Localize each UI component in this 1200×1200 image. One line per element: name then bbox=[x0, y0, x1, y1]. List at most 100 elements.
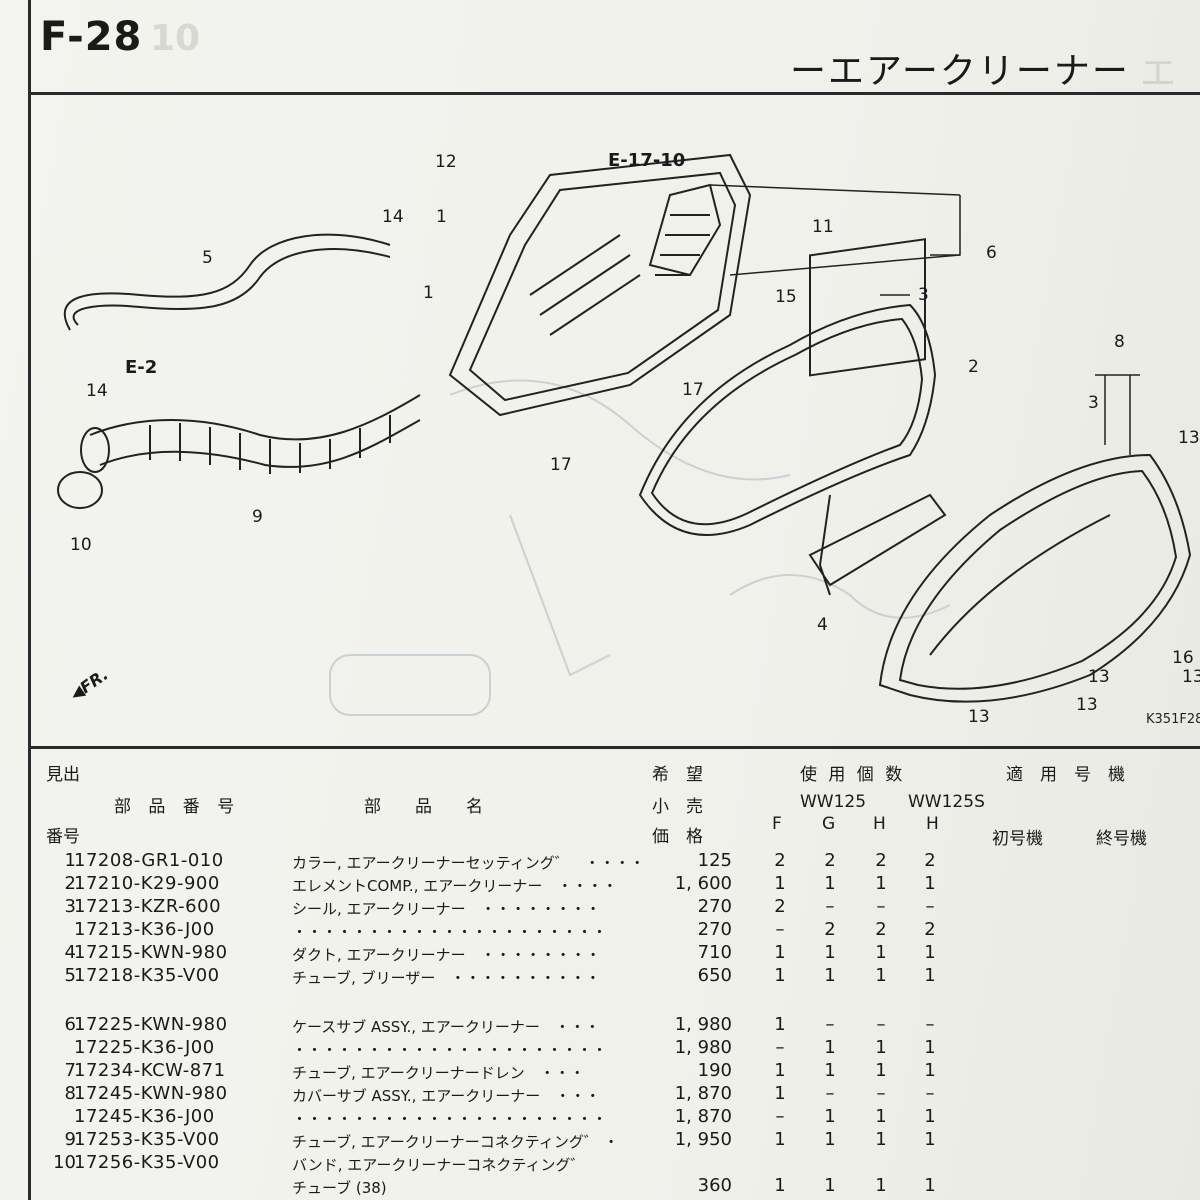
row-part-number: 17210-K29-900 bbox=[74, 873, 220, 894]
row-part-number: 17225-K36-J00 bbox=[74, 1037, 215, 1058]
row-qty-2: – bbox=[825, 1083, 835, 1104]
header-midashi: 見出 bbox=[46, 765, 80, 785]
row-price: 360 bbox=[697, 1175, 732, 1196]
row-ref-number: 1 bbox=[64, 850, 76, 871]
row-part-name: ・・・・・・・・・・・・・・・・・・・・・ bbox=[292, 1110, 608, 1128]
row-qty-4: 1 bbox=[924, 873, 936, 894]
header-usage-qty: 使 用 個 数 bbox=[800, 765, 906, 785]
header-col-h1: H bbox=[873, 814, 886, 834]
breather-tube-drawing bbox=[63, 233, 391, 331]
row-qty-3: – bbox=[876, 896, 886, 917]
ref-e-2: E-2 bbox=[125, 357, 158, 378]
callout-9: 9 bbox=[252, 507, 263, 527]
ref-e17-10: E-17-10 bbox=[608, 150, 686, 171]
callout-10: 10 bbox=[70, 535, 92, 555]
row-qty-2: 1 bbox=[824, 1060, 836, 1081]
row-price: 270 bbox=[697, 919, 732, 940]
row-qty-4: – bbox=[925, 896, 935, 917]
callout-2: 2 bbox=[968, 357, 979, 377]
callout-12: 12 bbox=[435, 152, 457, 172]
callout-15: 15 bbox=[775, 287, 797, 307]
parts-table: 見出 部 品 番 号 部 品 名 番号 希 望 小 売 価 格 使 用 個 数 … bbox=[30, 752, 1200, 1200]
row-part-name: カラー, エアークリーナーセッティング゛ ・・・・ bbox=[292, 854, 645, 872]
header-rule bbox=[30, 92, 1200, 95]
callout-11: 11 bbox=[812, 217, 834, 237]
callout-leader-lines bbox=[709, 184, 1140, 455]
callout-14b: 14 bbox=[86, 381, 108, 401]
header-applicable-serial: 適 用 号 機 bbox=[1006, 765, 1125, 785]
header-first-serial: 初号機 bbox=[992, 829, 1043, 849]
row-ref-number: 6 bbox=[64, 1014, 76, 1035]
header-col-f: F bbox=[772, 814, 782, 834]
row-part-name: チューブ, エアークリーナードレン ・・・ bbox=[292, 1064, 585, 1082]
row-qty-2: 1 bbox=[824, 965, 836, 986]
row-part-name: ケースサブ ASSY., エアークリーナー ・・・ bbox=[292, 1018, 600, 1036]
row-qty-2: – bbox=[825, 1014, 835, 1035]
row-part-number: 17208-GR1-010 bbox=[74, 850, 224, 871]
row-part-number: 17253-K35-V00 bbox=[74, 1129, 220, 1150]
row-qty-4: 1 bbox=[924, 1060, 936, 1081]
row-qty-2: 1 bbox=[824, 1175, 836, 1196]
row-part-number: 17213-KZR-600 bbox=[74, 896, 222, 917]
row-ref-number: 4 bbox=[64, 942, 76, 963]
row-qty-1: – bbox=[775, 919, 785, 940]
row-part-name: ・・・・・・・・・・・・・・・・・・・・・ bbox=[292, 923, 608, 941]
row-qty-4: – bbox=[925, 1014, 935, 1035]
row-qty-2: 1 bbox=[824, 873, 836, 894]
show-through-faint-drawing bbox=[329, 379, 951, 716]
row-price: 1, 980 bbox=[674, 1014, 732, 1035]
row-qty-3: – bbox=[876, 1083, 886, 1104]
row-qty-1: 2 bbox=[774, 850, 786, 871]
callout-13e: 13 bbox=[968, 707, 990, 727]
row-part-number: 17245-KWN-980 bbox=[74, 1083, 228, 1104]
row-qty-1: 1 bbox=[774, 942, 786, 963]
row-qty-3: 1 bbox=[875, 942, 887, 963]
callout-1b: 1 bbox=[423, 283, 434, 303]
header-price-top: 希 望 bbox=[652, 765, 703, 785]
air-cleaner-duct-drawing bbox=[808, 493, 947, 596]
row-ref-number: 10 bbox=[53, 1152, 76, 1173]
row-part-number: 17245-K36-J00 bbox=[74, 1106, 215, 1127]
row-qty-4: 1 bbox=[924, 1106, 936, 1127]
header-price-mid: 小 売 bbox=[652, 797, 703, 817]
header-model-ww125: WW125 bbox=[800, 792, 867, 812]
row-qty-3: – bbox=[876, 1014, 886, 1035]
row-price: 190 bbox=[697, 1060, 732, 1081]
row-qty-4: 1 bbox=[924, 1037, 936, 1058]
row-part-number: 17256-K35-V00 bbox=[74, 1152, 220, 1173]
row-qty-3: 1 bbox=[875, 1037, 887, 1058]
section-title: ーエアークリーナー bbox=[790, 51, 1130, 92]
row-ref-number: 7 bbox=[64, 1060, 76, 1081]
row-qty-2: 1 bbox=[824, 1037, 836, 1058]
row-qty-4: 2 bbox=[924, 919, 936, 940]
header-price-bot: 価 格 bbox=[652, 827, 703, 847]
callout-13a: 13 bbox=[1178, 428, 1200, 448]
band-drawing bbox=[57, 471, 103, 509]
row-qty-3: 2 bbox=[875, 919, 887, 940]
row-price: 710 bbox=[697, 942, 732, 963]
exploded-parts-diagram: 12 E-17-10 1 14 11 6 5 3 15 1 8 2 E-2 14… bbox=[30, 95, 1200, 745]
row-part-name: シール, エアークリーナー ・・・・・・・・ bbox=[292, 900, 601, 918]
callout-8: 8 bbox=[1114, 332, 1125, 352]
row-part-name: エレメントCOMP., エアークリーナー ・・・・ bbox=[292, 877, 618, 895]
element-and-seal-drawing bbox=[638, 238, 937, 536]
row-part-number: 17215-KWN-980 bbox=[74, 942, 228, 963]
left-margin-rule bbox=[28, 0, 31, 1200]
callout-13d: 13 bbox=[1076, 695, 1098, 715]
callout-4: 4 bbox=[817, 615, 828, 635]
header-model-ww125s: WW125S bbox=[908, 792, 985, 812]
row-qty-3: 1 bbox=[875, 873, 887, 894]
row-part-name: ダクト, エアークリーナー ・・・・・・・・ bbox=[292, 946, 601, 964]
header-part-name: 部 品 名 bbox=[364, 797, 483, 817]
row-part-name: ・・・・・・・・・・・・・・・・・・・・・ bbox=[292, 1041, 608, 1059]
row-part-name: チューブ, エアークリーナーコネクティング゛ ・ bbox=[292, 1133, 619, 1151]
